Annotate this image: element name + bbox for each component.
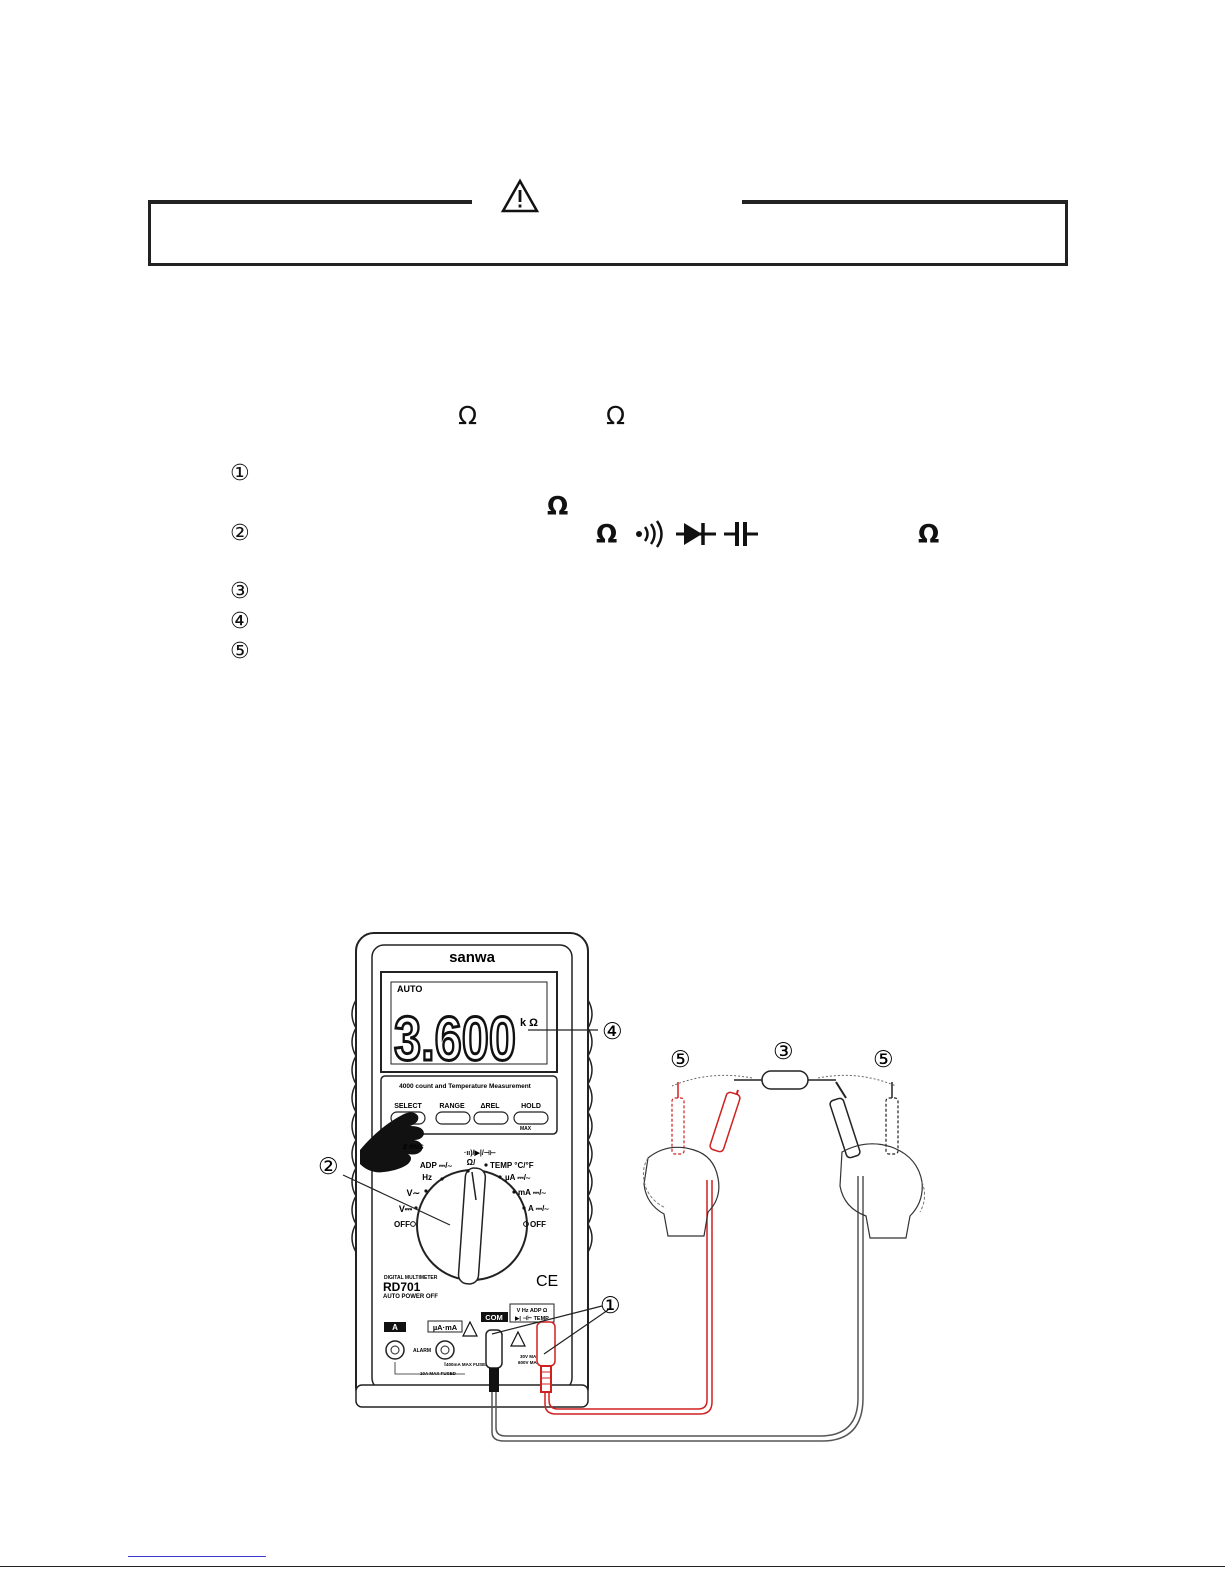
capacitor-icon — [724, 522, 758, 546]
auto-power-off-label: AUTO POWER OFF — [383, 1294, 438, 1300]
footer-rule — [0, 1566, 1225, 1567]
ohm-symbol: Ω — [606, 401, 626, 430]
warning-triangle-icon — [500, 178, 540, 213]
ohm-symbol: Ω — [458, 401, 478, 430]
dial-ma: mA ⎓/∼ — [518, 1188, 546, 1197]
dial-a: A ⎓/∼ — [528, 1204, 549, 1213]
step-marker-4: ④ — [230, 609, 250, 634]
lcd-auto-indicator: AUTO — [397, 984, 422, 994]
terminal-com-label: COM — [485, 1313, 503, 1322]
callout-1: ① — [600, 1292, 621, 1318]
dial-ohm-label: Ω/ — [467, 1158, 476, 1167]
pointing-hand-icon — [360, 1112, 424, 1173]
fuse-large-label: 10A MAX FUSED — [420, 1371, 457, 1376]
rating-label-1: 30V MAX/C — [520, 1354, 545, 1359]
dial-adp: ADP ⎓/∼ — [420, 1161, 453, 1170]
range-button[interactable] — [435, 1111, 471, 1125]
caution-icon — [462, 1320, 478, 1337]
callout-5-right: ⑤ — [873, 1046, 894, 1072]
callout-5-left: ⑤ — [670, 1046, 691, 1072]
fuse-small-label: 400mA MAX FUSED — [446, 1362, 489, 1367]
step-marker-3: ③ — [230, 579, 250, 604]
diode-icon — [676, 523, 716, 545]
ce-mark: CE — [536, 1273, 558, 1290]
model-caption: DIGITAL MULTIMETER — [384, 1275, 438, 1281]
multimeter: sanwa AUTO 3.600 k Ω 4000 count and Temp… — [351, 932, 593, 1408]
step-marker-1: ① — [230, 461, 250, 486]
dial-vdc: V⎓ — [399, 1204, 413, 1214]
lcd-unit: k Ω — [520, 1017, 538, 1029]
alarm-label: ALARM — [413, 1348, 431, 1354]
range-label: RANGE — [439, 1103, 465, 1110]
meter-subtitle: 4000 count and Temperature Measurement — [399, 1083, 532, 1090]
rel-button[interactable] — [473, 1111, 509, 1125]
step-marker-5: ⑤ — [230, 639, 250, 664]
right-hand — [839, 1143, 923, 1239]
terminal-a-label: A — [392, 1323, 398, 1332]
footer-link-underline[interactable] — [128, 1556, 266, 1557]
lcd-reading: 3.600 — [394, 1005, 516, 1074]
dial-temp: TEMP °C/°F — [490, 1161, 534, 1170]
dial-off-right: OFF — [530, 1220, 546, 1229]
callout-3: ③ — [773, 1038, 794, 1064]
dial-off-left: OFF — [394, 1220, 410, 1229]
dial-top-label: ·ıı)/▶|/⊣⊢ — [464, 1149, 496, 1157]
red-probe — [671, 1082, 741, 1155]
hold-sub-label: MAX — [520, 1126, 532, 1132]
terminal-v-label-2: ▶| ⊣⊢ TEMP — [514, 1314, 549, 1322]
terminal-uama-label: µA·mA — [433, 1323, 458, 1332]
rating-label-2: 600V MAX/C — [518, 1360, 545, 1365]
callout-4: ④ — [602, 1018, 623, 1044]
step-marker-2: ② — [230, 521, 250, 546]
true-rms-label: E RMS — [403, 1144, 424, 1151]
select-label: SELECT — [394, 1103, 422, 1110]
black-probe — [829, 1081, 899, 1159]
dial-vac: V∼ — [406, 1188, 420, 1198]
caution-icon — [510, 1330, 526, 1347]
rel-label: ΔREL — [480, 1103, 500, 1110]
dial-hz: Hz — [422, 1173, 432, 1182]
hold-button[interactable] — [513, 1111, 549, 1125]
ohm-symbol: Ω — [596, 519, 618, 548]
resistor — [734, 1070, 836, 1090]
callout-2: ② — [318, 1153, 339, 1179]
dial-ua: µA ⎓/∼ — [505, 1173, 531, 1182]
continuity-icon — [636, 520, 663, 548]
ohm-symbol: Ω — [918, 519, 940, 548]
hold-label: HOLD — [521, 1103, 541, 1110]
brand-logo: sanwa — [449, 949, 496, 966]
ohm-symbol: Ω — [547, 491, 569, 520]
model-name: RD701 — [383, 1280, 421, 1294]
terminal-v-label: V Hz ADP Ω — [517, 1308, 548, 1314]
left-hand — [643, 1146, 720, 1237]
caution-title-gap — [472, 190, 742, 210]
